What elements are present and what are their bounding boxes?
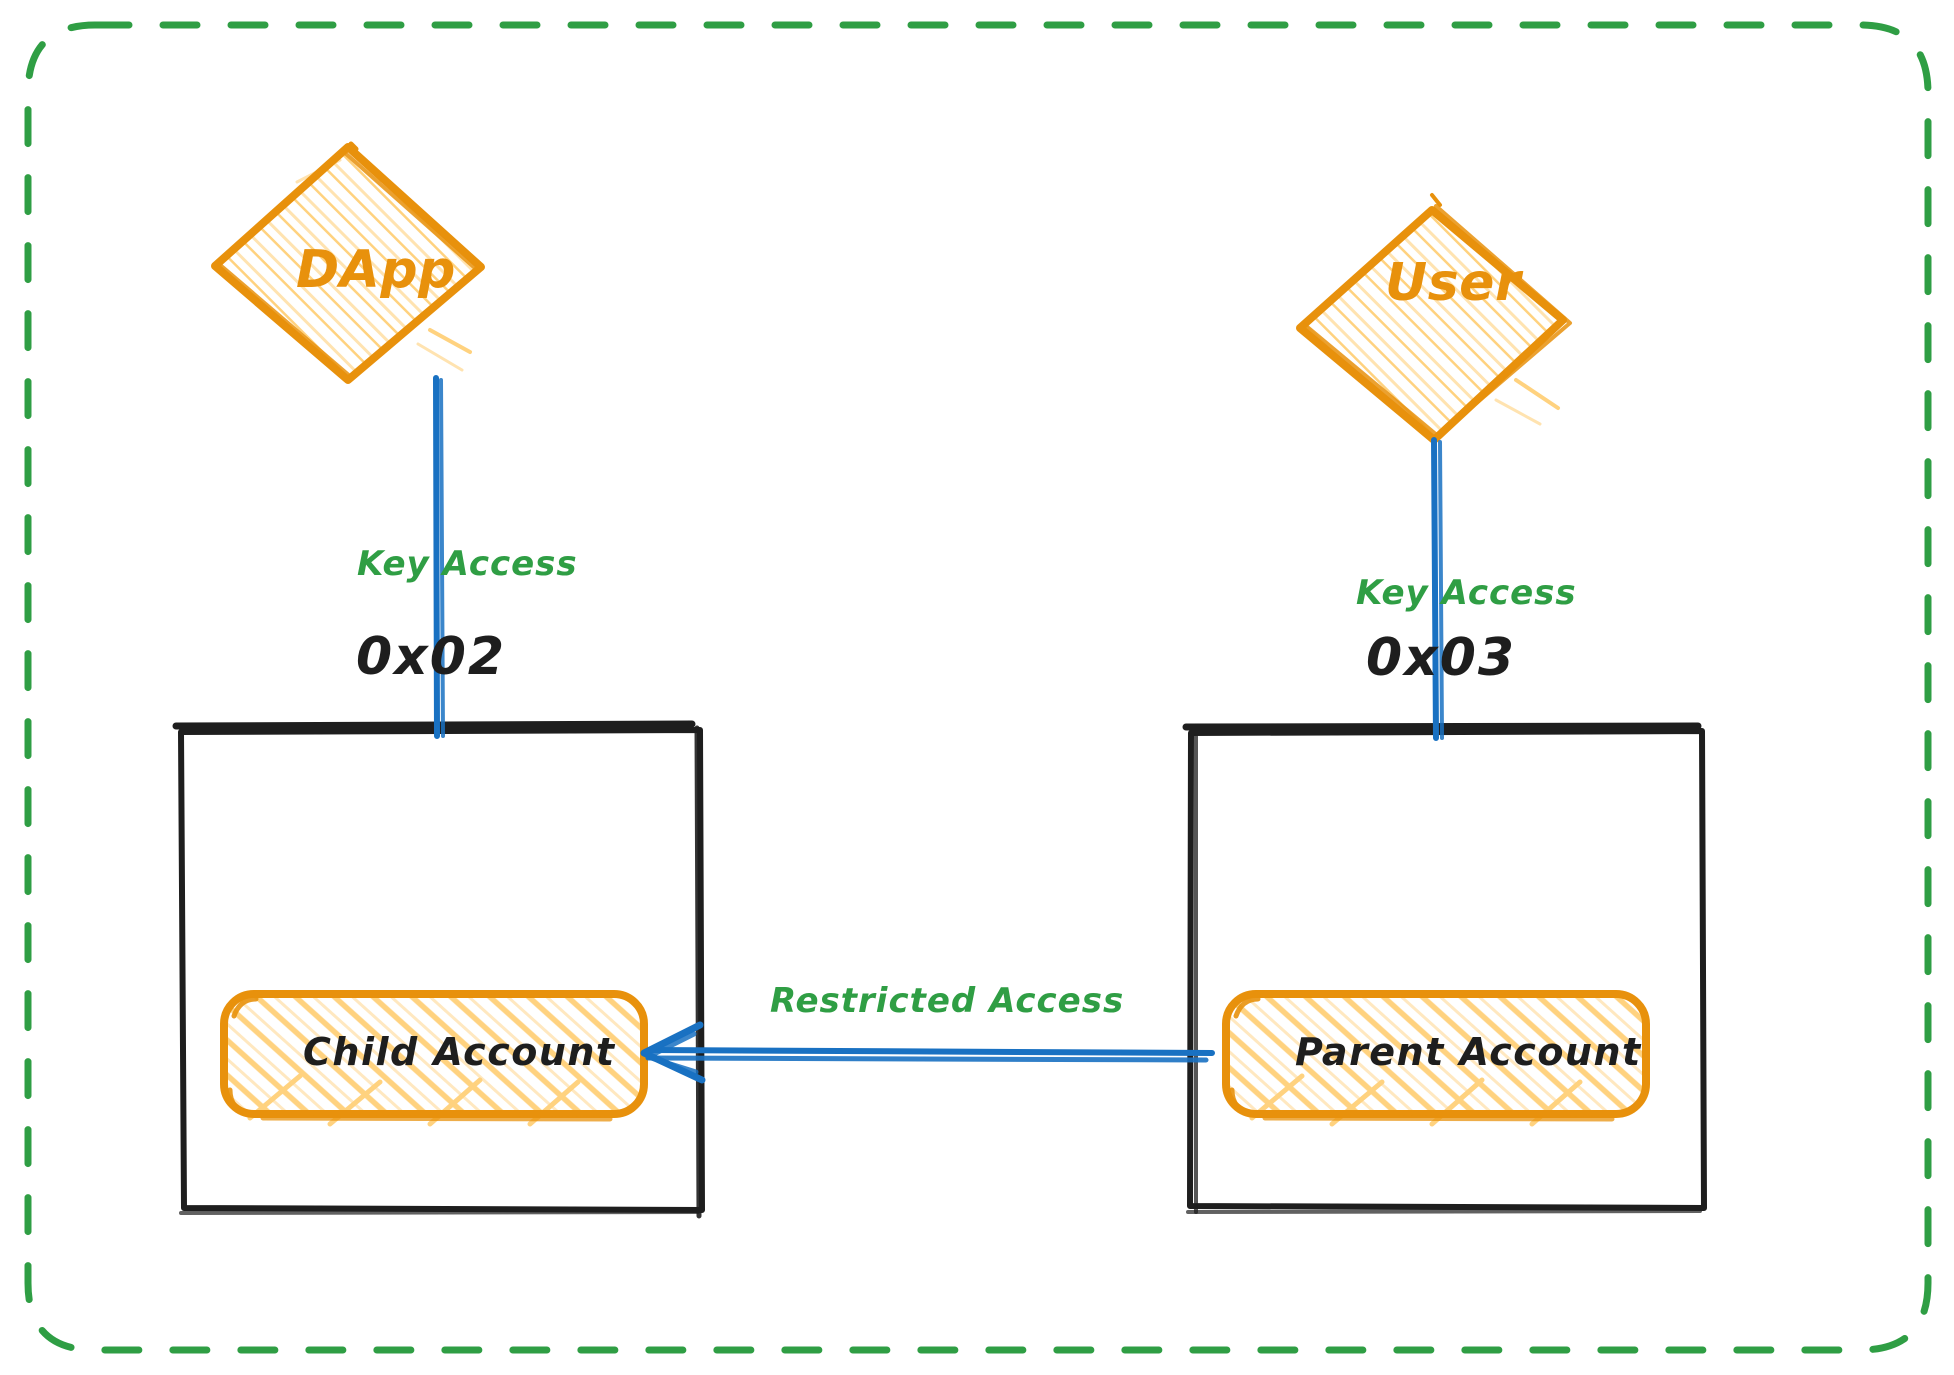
- node-label-child-account: Child Account: [303, 1030, 616, 1074]
- node-label-dapp: DApp: [296, 240, 456, 300]
- node-label-account-right: 0x03: [1366, 628, 1517, 688]
- node-user[interactable]: [1296, 193, 1572, 444]
- node-account-right[interactable]: [1182, 722, 1707, 1214]
- node-label-account-left: 0x02: [356, 627, 507, 687]
- node-label-user: User: [1385, 253, 1522, 313]
- node-account-left[interactable]: [172, 720, 705, 1219]
- node-dapp[interactable]: [211, 141, 523, 384]
- edge-label-restricted-access: Restricted Access: [770, 981, 1125, 1021]
- edge-label-key-access-dapp: Key Access: [357, 544, 578, 584]
- connector-restricted-access[interactable]: [640, 1021, 1215, 1084]
- node-parent-account[interactable]: [1222, 990, 1650, 1127]
- edge-label-key-access-user: Key Access: [1356, 573, 1577, 613]
- outer-dashed-container: [24, 21, 1932, 1354]
- connector-user-key-access[interactable]: [1431, 437, 1444, 741]
- node-label-parent-account: Parent Account: [1295, 1030, 1642, 1074]
- connector-dapp-key-access[interactable]: [433, 375, 445, 739]
